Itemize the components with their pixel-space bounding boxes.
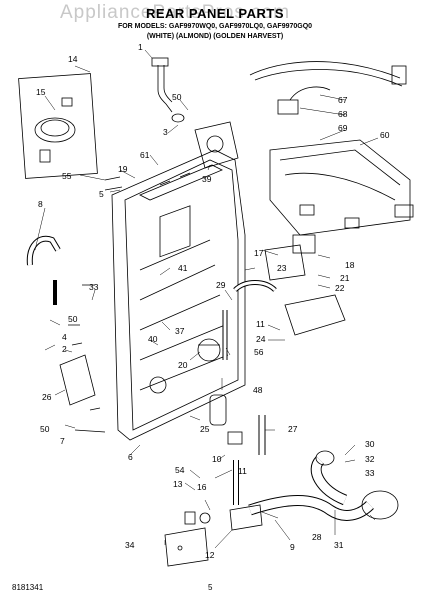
model-list: FOR MODELS: GAF9970WQ0, GAF9970LQ0, GAF9… [117, 23, 313, 30]
label-13: 13 [173, 479, 183, 489]
label-2: 2 [62, 344, 67, 354]
label-69: 69 [338, 123, 348, 133]
label-68: 68 [338, 109, 348, 119]
label-32: 32 [365, 454, 375, 464]
label-30: 30 [365, 439, 375, 449]
label-33b: 33 [365, 468, 375, 478]
label-5: 5 [99, 189, 104, 199]
page-number: 5 [208, 583, 213, 592]
label-24: 24 [256, 334, 266, 344]
label-61: 61 [140, 150, 150, 160]
label-25: 25 [200, 424, 210, 434]
label-37: 37 [175, 326, 185, 336]
label-50a: 50 [172, 92, 182, 102]
label-40: 40 [148, 334, 158, 344]
label-11a: 11 [256, 319, 265, 329]
label-67: 67 [338, 95, 348, 105]
label-15: 15 [36, 87, 46, 97]
bracket-24 [284, 294, 346, 336]
watermark-text: AppliancePartsPros.com [60, 2, 291, 23]
label-22: 22 [335, 283, 345, 293]
label-33a: 33 [89, 282, 99, 292]
label-21: 21 [340, 273, 350, 283]
label-17: 17 [254, 248, 264, 258]
label-41: 41 [178, 263, 188, 273]
label-50c: 50 [40, 424, 50, 434]
label-31: 31 [334, 540, 344, 550]
label-34: 34 [125, 540, 135, 550]
label-55: 55 [62, 171, 72, 181]
document-code: 8181341 [12, 583, 44, 592]
label-14: 14 [68, 54, 78, 64]
label-50b: 50 [68, 314, 78, 324]
label-7: 7 [60, 436, 65, 446]
label-9: 9 [290, 542, 295, 552]
label-3: 3 [163, 127, 168, 137]
label-11b: 11 [238, 466, 247, 476]
label-23: 23 [277, 263, 287, 273]
label-6: 6 [128, 452, 133, 462]
label-29: 29 [216, 280, 226, 290]
label-18: 18 [345, 260, 355, 270]
label-19: 19 [118, 164, 128, 174]
page-title: REAR PANEL PARTS [145, 6, 284, 21]
wire-harness-top [249, 61, 401, 79]
label-4: 4 [62, 332, 67, 342]
label-27: 27 [288, 424, 298, 434]
label-28: 28 [312, 532, 322, 542]
wire-harness-right [269, 139, 411, 236]
color-list: (WHITE) (ALMOND) (GOLDEN HARVEST) [146, 33, 284, 40]
label-48: 48 [253, 385, 263, 395]
label-12: 12 [205, 550, 215, 560]
label-26: 26 [42, 392, 52, 402]
label-60: 60 [380, 130, 390, 140]
label-16: 16 [197, 482, 207, 492]
label-56: 56 [254, 347, 264, 357]
label-39: 39 [202, 174, 212, 184]
label-20: 20 [178, 360, 188, 370]
pump-motor [197, 338, 221, 362]
label-8: 8 [38, 199, 43, 209]
label-10: 10 [212, 454, 222, 464]
label-54: 54 [175, 465, 185, 475]
label-1: 1 [138, 42, 143, 52]
